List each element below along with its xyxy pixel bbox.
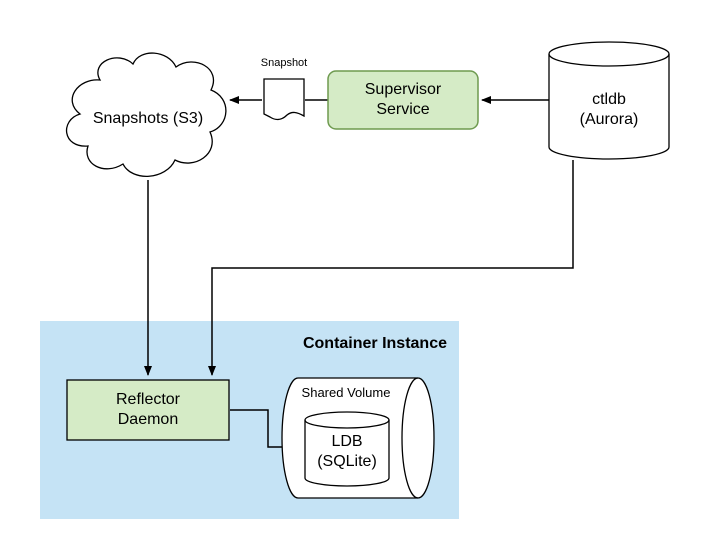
reflector-daemon-box <box>66 379 230 441</box>
snapshot-label: Snapshot <box>261 57 307 69</box>
snapshots-s3-label: Snapshots (S3) <box>93 110 203 127</box>
edges <box>144 96 574 451</box>
reflector-daemon-line2: Daemon <box>118 411 178 428</box>
ldb-line2: (SQLite) <box>317 453 377 470</box>
ldb-body <box>304 411 390 487</box>
snapshots-s3-cloud: Snapshots (S3) <box>65 52 227 177</box>
ctldb-top-rim <box>548 53 670 67</box>
shared-volume-label: Shared Volume <box>302 385 391 400</box>
supervisor-service-box <box>327 70 479 130</box>
ldb-top-rim <box>304 419 390 429</box>
ctldb-cylinder: ctldb (Aurora) <box>548 41 670 160</box>
supervisor-service-node: Supervisor Service <box>327 70 479 130</box>
supervisor-service-line1: Supervisor <box>365 81 442 98</box>
document-icon <box>263 78 305 121</box>
ldb-line1: LDB <box>331 433 362 450</box>
supervisor-service-line2: Service <box>376 101 429 118</box>
ctldb-body <box>548 41 670 160</box>
cloud-shape <box>65 52 227 177</box>
reflector-daemon-line1: Reflector <box>116 391 181 408</box>
edge-ctldb-to-reflector <box>208 160 574 376</box>
ldb-cylinder: LDB (SQLite) <box>304 411 390 487</box>
shared-volume-rim <box>401 377 419 499</box>
ctldb-line1: ctldb <box>592 91 626 108</box>
container-instance-title: Container Instance <box>303 335 447 352</box>
reflector-daemon-node: Reflector Daemon <box>66 379 230 441</box>
snapshot-document: Snapshot <box>261 57 307 121</box>
ctldb-line2: (Aurora) <box>580 111 639 128</box>
